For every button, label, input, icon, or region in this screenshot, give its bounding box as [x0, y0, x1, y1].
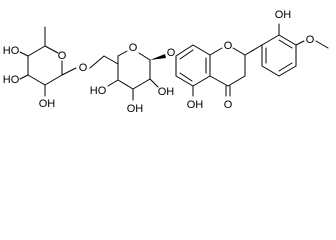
- glycosidic-oxygen-label: O: [167, 47, 176, 59]
- bond: [192, 44, 211, 56]
- double-bond: [179, 49, 194, 60]
- bond: [278, 34, 297, 46]
- bond: [103, 55, 119, 65]
- bond: [244, 44, 263, 56]
- bond: [117, 79, 134, 90]
- hydroxyl-label: HO: [90, 85, 107, 97]
- bond: [278, 65, 297, 77]
- bond: [192, 75, 211, 87]
- hydroxyl-label: OH: [158, 86, 175, 98]
- stereo-wedge-bond: [150, 54, 166, 60]
- ring-oxygen-label: O: [58, 50, 67, 62]
- double-bond: [278, 62, 293, 72]
- bond: [261, 34, 280, 46]
- bond: [107, 79, 119, 87]
- bond: [19, 74, 29, 80]
- linker: [89, 55, 119, 69]
- bond: [227, 75, 246, 87]
- ring-oxygen-label: O: [224, 40, 233, 52]
- double-bond: [278, 39, 293, 49]
- rhamnose-ring: [19, 26, 77, 97]
- hydroxyl-label: HO: [3, 45, 20, 57]
- bond: [175, 75, 194, 87]
- bond: [175, 44, 194, 57]
- bond: [209, 75, 229, 87]
- bond: [138, 52, 151, 61]
- bond: [61, 67, 77, 76]
- carbonyl-oxygen-label: O: [224, 99, 233, 111]
- double-bond: [179, 72, 193, 82]
- glycosidic-oxygen-label: O: [79, 62, 88, 74]
- bond: [295, 40, 305, 46]
- bond: [27, 74, 46, 86]
- chemical-structure: HO HO OH O O O HO OH OH O O OH O OH O: [3, 9, 329, 115]
- hydroxyl-label: OH: [187, 99, 204, 111]
- bond: [149, 78, 159, 88]
- bond: [89, 55, 105, 69]
- methyl-bond: [315, 40, 329, 49]
- aromatic-ring-b: [244, 23, 329, 77]
- pyranone-ring: [209, 47, 246, 97]
- bond: [261, 65, 280, 77]
- bond: [44, 74, 63, 86]
- aromatic-ring-a: [175, 44, 211, 97]
- bond: [132, 78, 151, 90]
- bond: [19, 51, 29, 57]
- ring-oxygen-label: O: [129, 42, 138, 54]
- hydroxyl-label: OH: [127, 103, 144, 115]
- glucose-ring: [107, 50, 166, 101]
- bond: [209, 47, 223, 56]
- hydroxyl-label: OH: [275, 9, 292, 21]
- bond: [232, 47, 246, 56]
- bond: [27, 45, 46, 57]
- bond: [117, 50, 128, 57]
- hydroxyl-label: HO: [3, 74, 20, 86]
- methoxy-oxygen-label: O: [306, 34, 315, 46]
- atom-labels: HO HO OH O O O HO OH OH O O OH O OH O: [3, 9, 315, 115]
- hydroxyl-label: OH: [39, 98, 56, 110]
- bond: [44, 45, 59, 54]
